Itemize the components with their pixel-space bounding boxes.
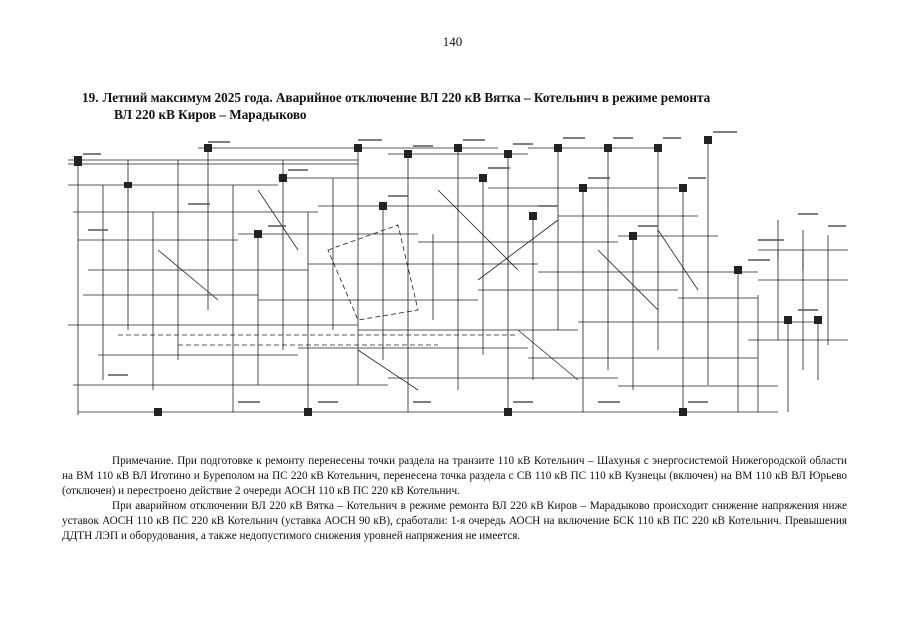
schematic-lines bbox=[68, 140, 848, 415]
node-label-marks bbox=[83, 131, 846, 403]
note-block: Примечание. При подготовке к ремонту пер… bbox=[62, 454, 847, 544]
heading-line-1: 19.Летний максимум 2025 года. Аварийное … bbox=[82, 89, 852, 106]
heading-number: 19. bbox=[82, 90, 99, 105]
note-paragraph-1: Примечание. При подготовке к ремонту пер… bbox=[62, 455, 847, 497]
power-grid-schematic bbox=[68, 131, 848, 416]
substation-nodes bbox=[74, 136, 822, 416]
section-heading: 19.Летний максимум 2025 года. Аварийное … bbox=[82, 89, 852, 123]
note-paragraph-2: При аварийном отключении ВЛ 220 кВ Вятка… bbox=[62, 500, 847, 542]
page-number: 140 bbox=[442, 34, 463, 49]
heading-text-1: Летний максимум 2025 года. Аварийное отк… bbox=[102, 90, 711, 105]
heading-line-2: ВЛ 220 кВ Киров – Марадыково bbox=[114, 107, 307, 122]
